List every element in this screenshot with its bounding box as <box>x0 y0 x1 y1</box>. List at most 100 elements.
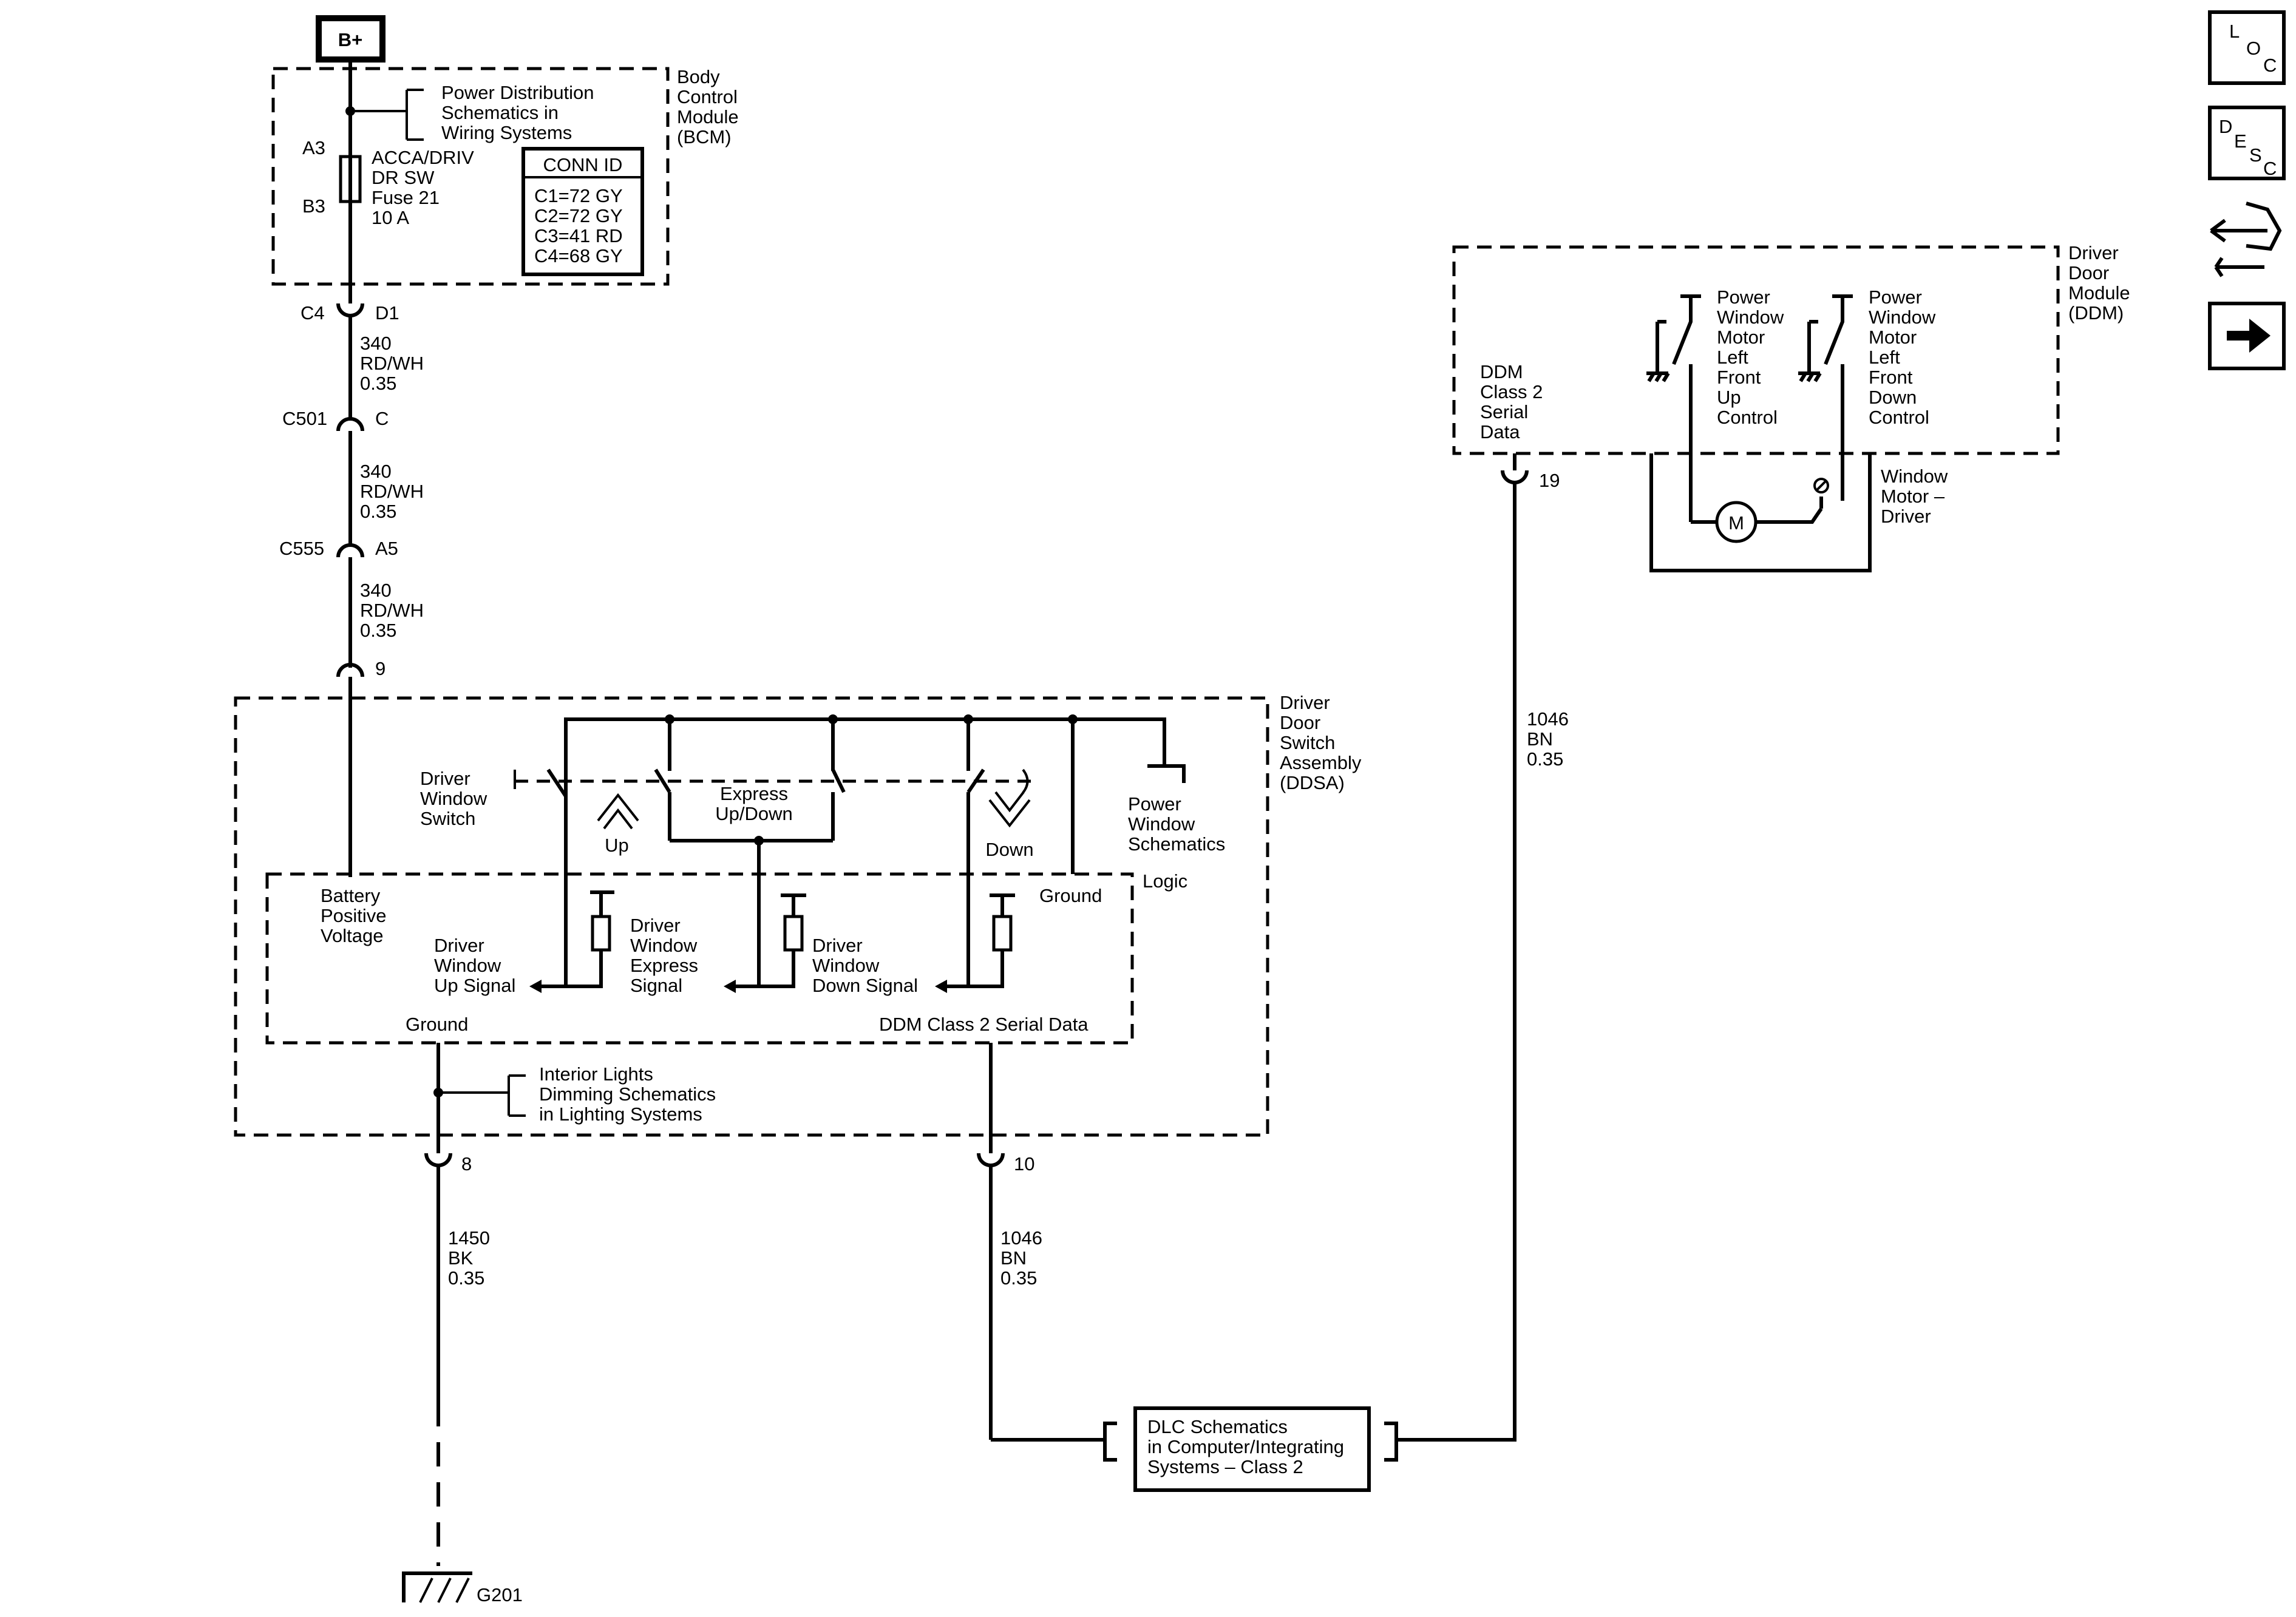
wire-label-340-c: 340 RD/WH 0.35 <box>360 580 424 641</box>
svg-text:Driver: Driver <box>1881 506 1931 527</box>
svg-text:9: 9 <box>375 658 385 679</box>
svg-text:Motor: Motor <box>1717 327 1765 348</box>
svg-text:Motor: Motor <box>1869 327 1917 348</box>
conn-id-table: CONN ID C1=72 GY C2=72 GY C3=41 RD C4=68… <box>521 147 644 276</box>
next-page-button[interactable] <box>2208 302 2286 370</box>
svg-text:C2=72 GY: C2=72 GY <box>534 205 623 226</box>
svg-text:C4=68 GY: C4=68 GY <box>534 245 623 266</box>
svg-text:(DDM): (DDM) <box>2068 302 2124 324</box>
ddm-module-box <box>1452 245 2060 455</box>
svg-text:Left: Left <box>1717 347 1748 368</box>
svg-text:Serial: Serial <box>1480 401 1528 422</box>
svg-text:Positive: Positive <box>321 905 387 926</box>
down-signal-label: Driver Window Down Signal <box>812 935 918 996</box>
svg-text:Door: Door <box>1280 712 1320 733</box>
svg-text:Window: Window <box>420 788 487 809</box>
svg-text:Power: Power <box>1128 793 1181 815</box>
svg-text:C: C <box>2263 55 2277 76</box>
bcm-module-box <box>271 67 670 286</box>
svg-text:10: 10 <box>1014 1153 1034 1175</box>
svg-text:C: C <box>375 408 389 429</box>
dlc-schematics-box: DLC Schematics in Computer/Integrating S… <box>1103 1406 1398 1492</box>
up-arrow-icon <box>597 793 639 830</box>
svg-text:RD/WH: RD/WH <box>360 600 424 621</box>
svg-text:A5: A5 <box>375 538 398 559</box>
svg-text:Wiring Systems: Wiring Systems <box>441 122 572 143</box>
bcm-name-label: Body Control Module (BCM) <box>677 66 739 147</box>
svg-text:Down Signal: Down Signal <box>812 975 918 996</box>
svg-text:Front: Front <box>1717 367 1761 388</box>
up-switch-contact <box>546 768 568 986</box>
down-label: Down <box>985 839 1033 860</box>
svg-text:0.35: 0.35 <box>1527 748 1563 770</box>
svg-text:Window: Window <box>1128 813 1195 835</box>
svg-text:Body: Body <box>677 66 720 87</box>
ddsa-name-label: Driver Door Switch Assembly (DDSA) <box>1280 692 1362 793</box>
down-control-label: Power Window Motor Left Front Down Contr… <box>1869 286 1936 428</box>
wire-label-1046-left: 1046 BN 0.35 <box>1000 1227 1042 1289</box>
svg-text:(DDSA): (DDSA) <box>1280 772 1345 793</box>
svg-text:C3=41 RD: C3=41 RD <box>534 225 623 246</box>
svg-text:Driver: Driver <box>630 915 681 936</box>
svg-text:Switch: Switch <box>1280 732 1335 753</box>
express-signal-label: Driver Window Express Signal <box>630 915 698 996</box>
svg-text:ACCA/DRIV: ACCA/DRIV <box>372 147 474 168</box>
svg-text:Dimming Schematics: Dimming Schematics <box>539 1083 716 1105</box>
power-distribution-reference: Power Distribution Schematics in Wiring … <box>441 82 594 143</box>
window-motor-symbol: M <box>1691 478 1829 543</box>
loc-button[interactable]: L O C <box>2208 10 2286 85</box>
svg-text:340: 340 <box>360 580 392 601</box>
svg-text:C501: C501 <box>282 408 327 429</box>
power-window-schematics-reference: Power Window Schematics <box>1128 793 1225 855</box>
svg-text:Up/Down: Up/Down <box>715 803 793 824</box>
svg-text:C1=72 GY: C1=72 GY <box>534 185 623 206</box>
svg-text:E: E <box>2234 131 2247 152</box>
svg-text:in Computer/Integrating: in Computer/Integrating <box>1147 1436 1344 1457</box>
svg-text:BK: BK <box>448 1247 474 1269</box>
svg-text:1046: 1046 <box>1527 708 1569 730</box>
right-arrow-icon <box>2227 319 2271 353</box>
svg-text:Window: Window <box>1717 307 1784 328</box>
logic-label: Logic <box>1143 870 1187 892</box>
up-signal-label: Driver Window Up Signal <box>434 935 515 996</box>
express-switch-contacts <box>654 719 846 986</box>
svg-text:C555: C555 <box>279 538 324 559</box>
svg-text:Power: Power <box>1717 286 1770 308</box>
svg-text:0.35: 0.35 <box>1000 1267 1037 1289</box>
svg-text:Battery: Battery <box>321 885 381 906</box>
svg-text:BN: BN <box>1000 1247 1027 1269</box>
battery-positive-voltage-label: Battery Positive Voltage <box>321 885 387 946</box>
svg-text:C4: C4 <box>301 302 325 324</box>
ddm-name-label: Driver Door Module (DDM) <box>2068 242 2130 324</box>
svg-text:1450: 1450 <box>448 1227 490 1249</box>
svg-text:0.35: 0.35 <box>360 501 396 522</box>
svg-text:RD/WH: RD/WH <box>360 353 424 374</box>
wire-label-1046-right: 1046 BN 0.35 <box>1527 708 1569 770</box>
svg-text:Up: Up <box>1717 387 1741 408</box>
connector-pin-19: 19 <box>1501 470 1560 491</box>
svg-text:C: C <box>2263 158 2277 179</box>
wire-label-340-a: 340 RD/WH 0.35 <box>360 333 424 394</box>
svg-text:L: L <box>2229 21 2240 42</box>
svg-text:BN: BN <box>1527 728 1553 750</box>
svg-text:D: D <box>2219 116 2232 137</box>
svg-text:Module: Module <box>2068 282 2130 303</box>
svg-text:1046: 1046 <box>1000 1227 1042 1249</box>
connector-c4-d1: C4 D1 <box>301 302 399 324</box>
window-motor-driver-label: Window Motor – Driver <box>1881 466 1948 527</box>
up-control-relay <box>1646 294 1701 522</box>
svg-text:Driver: Driver <box>434 935 484 956</box>
svg-text:(BCM): (BCM) <box>677 126 732 147</box>
svg-text:Front: Front <box>1869 367 1913 388</box>
svg-text:Control: Control <box>1869 407 1929 428</box>
ddsa-logic-box <box>265 872 1134 1045</box>
svg-text:Window: Window <box>1881 466 1948 487</box>
svg-text:Express: Express <box>630 955 698 976</box>
connector-pin-10: 10 <box>977 1153 1034 1175</box>
desc-button[interactable]: D E S C <box>2208 106 2286 180</box>
svg-text:Systems – Class 2: Systems – Class 2 <box>1147 1456 1303 1477</box>
down-signal-resistor <box>935 893 1015 993</box>
svg-text:Control: Control <box>1717 407 1778 428</box>
connector-end-view-icon[interactable] <box>2210 202 2282 277</box>
